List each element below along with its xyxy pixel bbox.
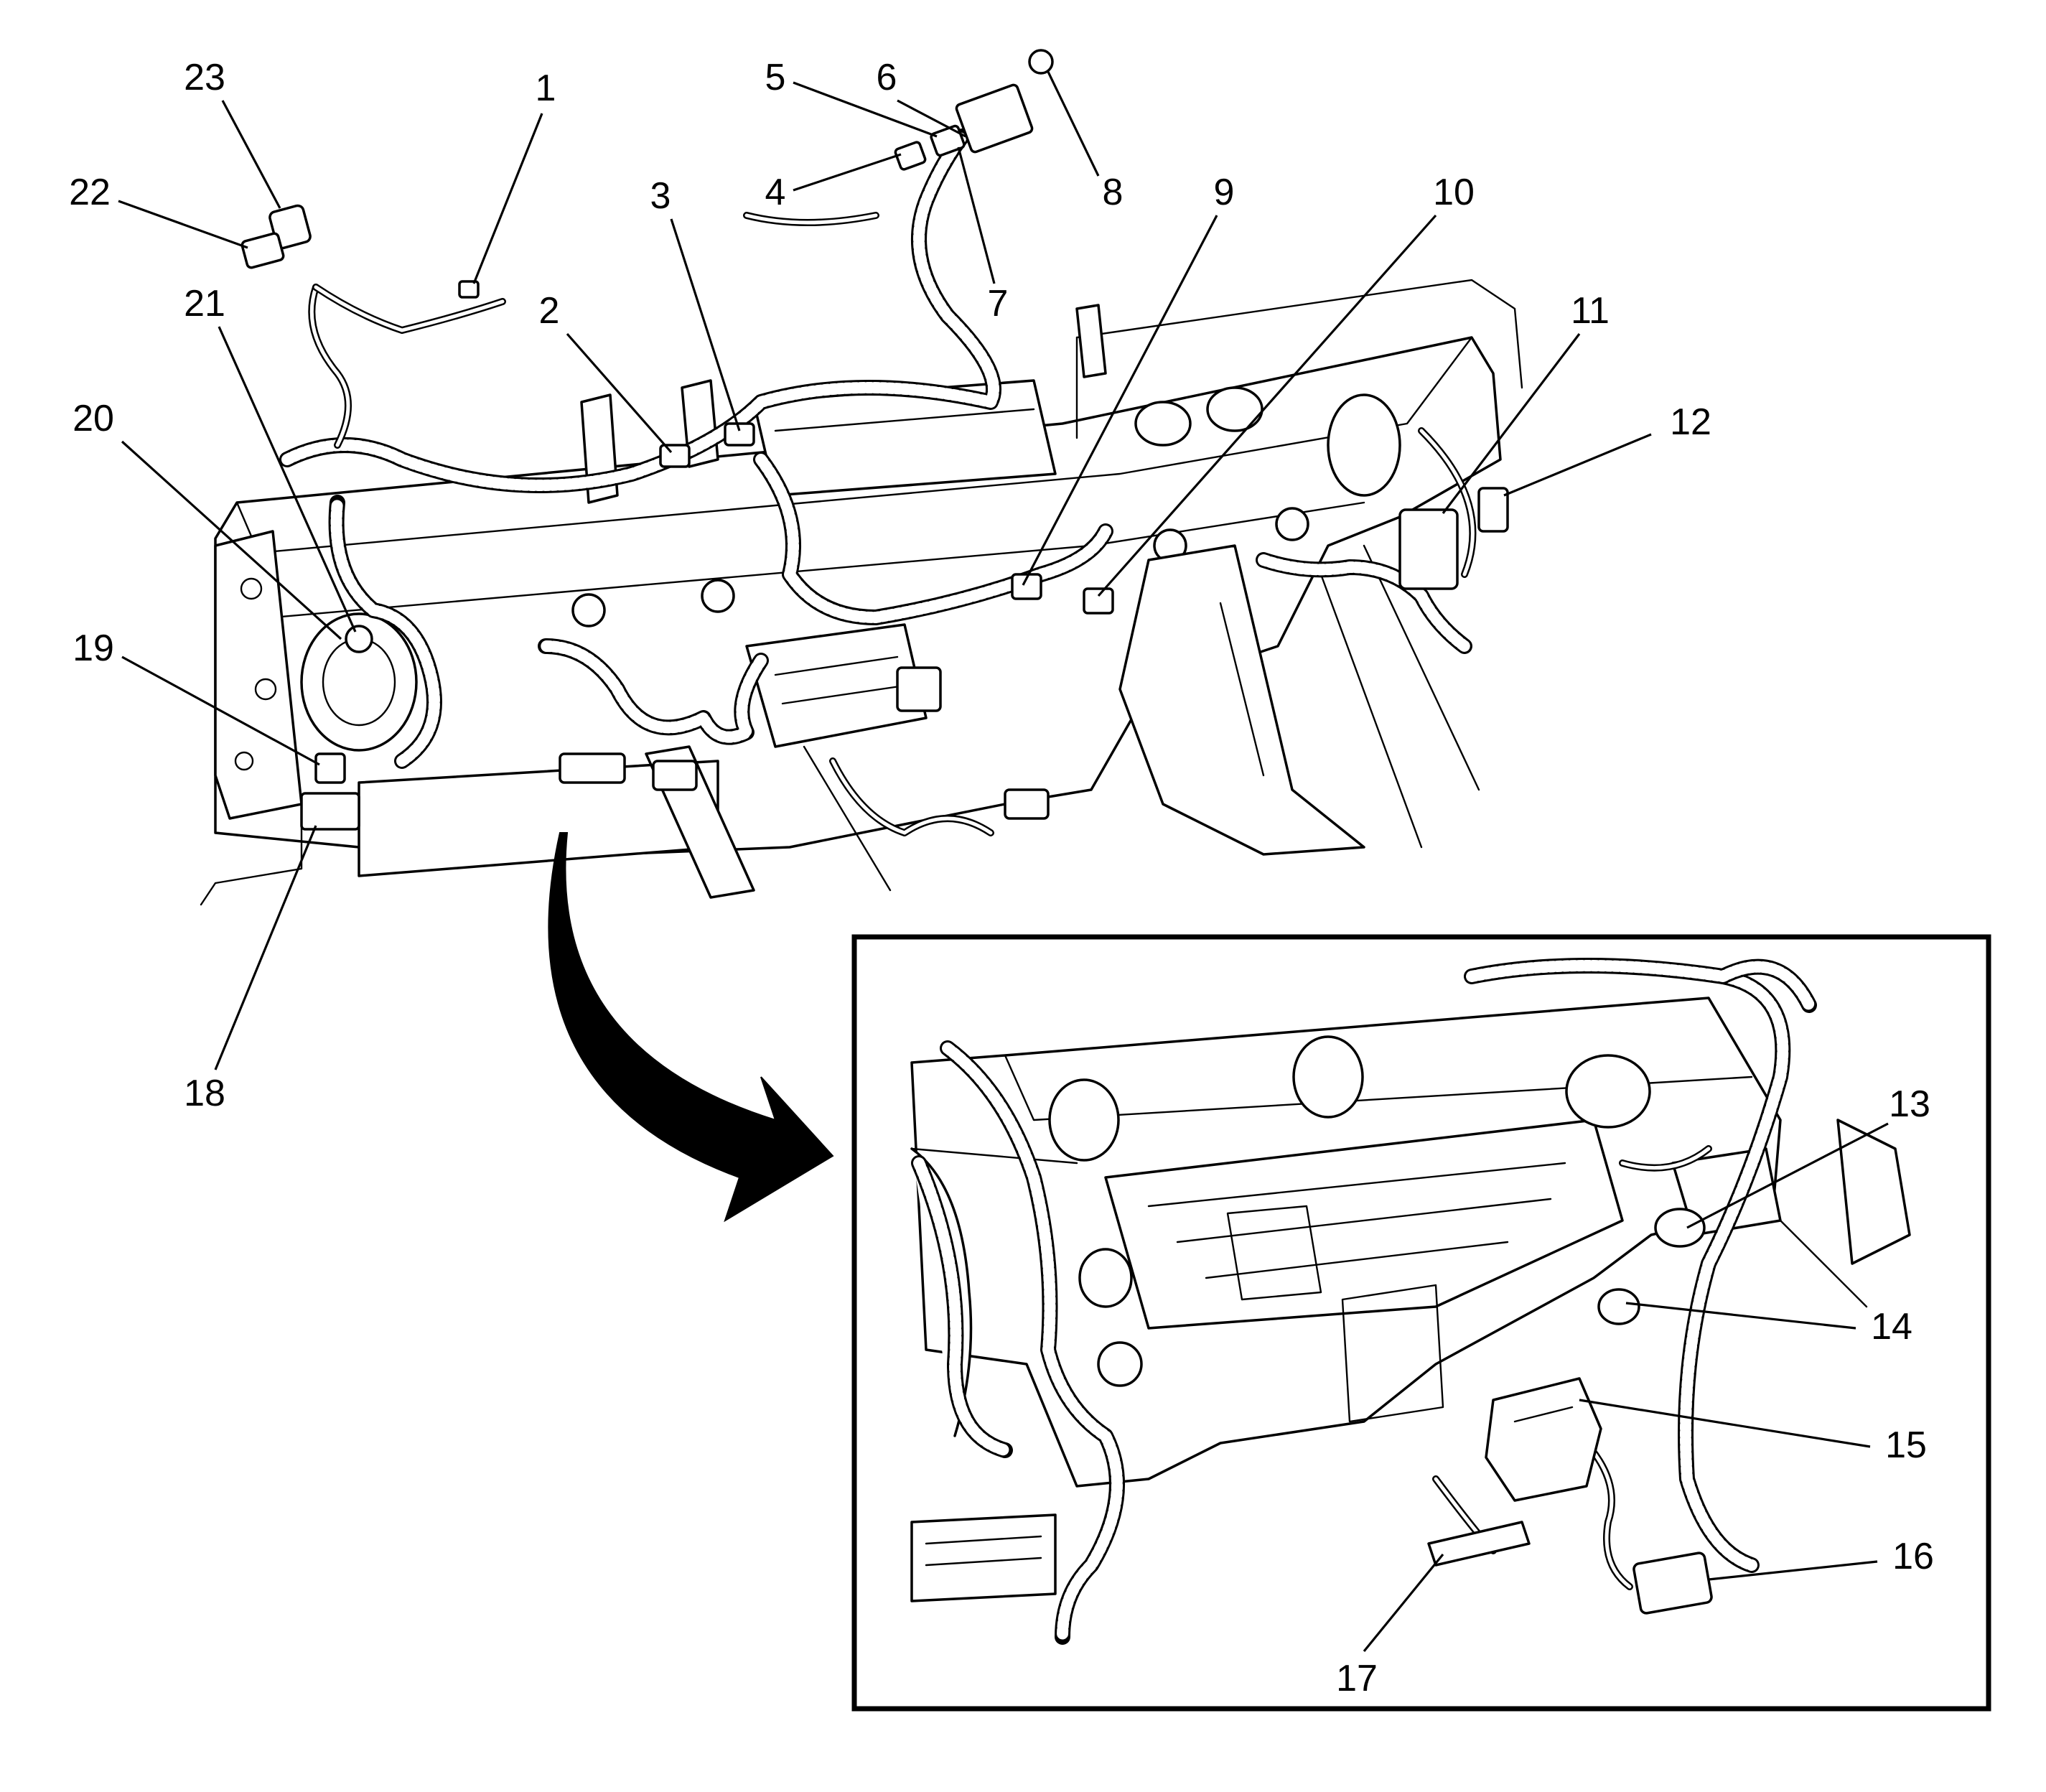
ground-eyelet-8: [1028, 49, 1054, 75]
component-14: [1597, 1288, 1640, 1325]
callout-21: 21: [184, 283, 225, 325]
connector-16: [1632, 1551, 1713, 1615]
callout-16: 16: [1892, 1536, 1934, 1577]
component-21: [345, 625, 373, 653]
connector-22: [240, 232, 285, 269]
callout-5: 5: [765, 57, 786, 98]
callout-22: 22: [69, 172, 111, 213]
callout-6: 6: [877, 57, 897, 98]
component-13: [1654, 1208, 1706, 1248]
callout-2: 2: [539, 290, 560, 332]
connector-12: [1477, 487, 1509, 533]
connector-19: [314, 752, 346, 784]
detail-view: [851, 934, 1991, 1712]
connector-4: [894, 141, 927, 171]
callout-10: 10: [1433, 172, 1475, 213]
callout-3: 3: [650, 175, 671, 217]
connector-10: [1083, 587, 1114, 615]
callout-14: 14: [1871, 1306, 1912, 1348]
connector-9: [1011, 573, 1042, 600]
callout-7: 7: [988, 283, 1009, 325]
callout-15: 15: [1885, 1424, 1927, 1466]
callout-9: 9: [1214, 172, 1235, 213]
callout-13: 13: [1889, 1083, 1930, 1125]
callout-19: 19: [73, 627, 114, 669]
connector-2: [659, 444, 691, 468]
callout-18: 18: [184, 1073, 225, 1114]
connector-11: [1398, 508, 1459, 590]
callout-4: 4: [765, 172, 786, 213]
instrument-panel-carrier: [200, 279, 1523, 906]
callout-1: 1: [536, 67, 556, 109]
connector-3: [724, 422, 755, 447]
connector-23: [268, 204, 312, 250]
harness-connectors: [240, 49, 1509, 831]
detail-view-arrow: [548, 832, 834, 1223]
connector-18: [300, 792, 360, 831]
instrument-panel-wiring-harness: [279, 129, 1477, 836]
component-15: [1485, 1377, 1602, 1502]
callout-17: 17: [1336, 1658, 1378, 1699]
detail-components: [1427, 1208, 1713, 1615]
component-17: [1427, 1521, 1531, 1567]
connector-1: [458, 280, 480, 299]
detail-harness: [911, 958, 1817, 1645]
callout-12: 12: [1670, 401, 1711, 443]
callout-23: 23: [184, 57, 225, 98]
connector-6: [955, 83, 1034, 154]
connector-5: [930, 124, 966, 157]
callout-11: 11: [1571, 290, 1610, 332]
callouts: 1 2 3 4 5 6 7 8 9 10 11 12 13 14 15 16 1: [69, 57, 1934, 1699]
callout-8: 8: [1103, 172, 1124, 213]
callout-20: 20: [73, 398, 114, 439]
